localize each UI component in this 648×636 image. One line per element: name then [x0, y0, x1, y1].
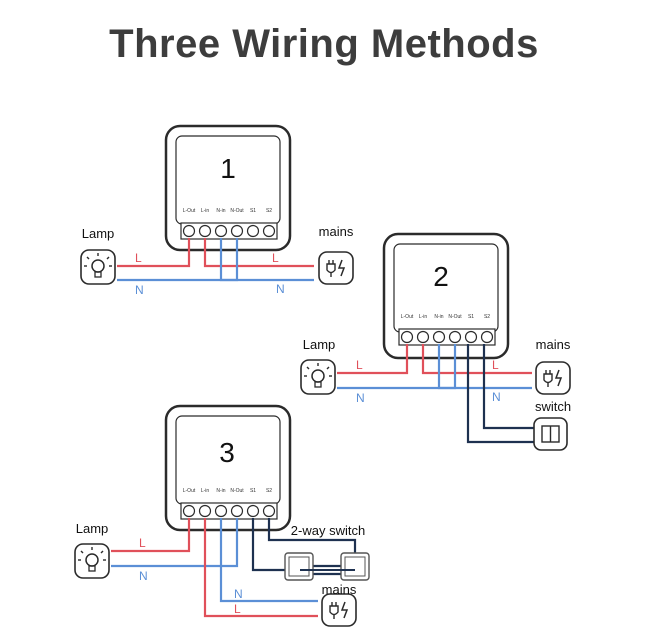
- terminal-screw: [464, 330, 478, 344]
- mains-plug-icon: [535, 361, 571, 395]
- terminal-screw: [262, 224, 276, 238]
- lamp-icon: [74, 543, 110, 579]
- terminal-label: S1: [250, 208, 256, 214]
- terminal-label: S2: [266, 208, 272, 214]
- terminal-block: [180, 222, 278, 240]
- terminal-label: N-in: [216, 488, 225, 494]
- terminal-label: N-in: [216, 208, 225, 214]
- terminal-label: L-Out: [183, 208, 196, 214]
- live-label: L: [135, 251, 142, 265]
- diagram-title: Three Wiring Methods: [109, 22, 539, 66]
- terminal-label: N-Out: [230, 208, 244, 214]
- terminal-screw: [432, 330, 446, 344]
- terminal-label: N-Out: [448, 314, 462, 320]
- neutral-label: N: [135, 283, 144, 297]
- neutral-label: N: [139, 569, 148, 583]
- module-number: 3: [219, 437, 235, 468]
- neutral-label: N: [234, 587, 243, 601]
- wires-3: L N N L: [111, 518, 357, 618]
- module-1: 1 L-Out L-in N-in N-Out S1 S2: [164, 124, 292, 252]
- module-3: 3 L-Out L-in N-in N-Out S1 S2: [164, 404, 292, 532]
- two-way-switch-1-icon: [284, 552, 314, 581]
- terminal-screw: [182, 504, 196, 518]
- terminal-label: S2: [484, 314, 490, 320]
- terminal-label: N-in: [434, 314, 443, 320]
- method-1: 1 L-Out L-in N-in N-Out S1 S2 L L N N Lamp ma…: [80, 124, 354, 297]
- terminal-screw: [230, 224, 244, 238]
- switch-label: 2-way switch: [291, 523, 365, 538]
- terminal-screw: [448, 330, 462, 344]
- terminal-screw: [246, 224, 260, 238]
- mains-label: mains: [536, 337, 571, 352]
- terminal-screw: [416, 330, 430, 344]
- wires-2: L L N N: [337, 344, 534, 444]
- live-label: L: [234, 602, 241, 616]
- terminal-screw: [214, 224, 228, 238]
- terminal-label: L-Out: [183, 488, 196, 494]
- mains-plug-icon: [321, 593, 357, 627]
- terminal-screw: [400, 330, 414, 344]
- live-label: L: [272, 251, 279, 265]
- neutral-label: N: [356, 391, 365, 405]
- terminal-screw: [182, 224, 196, 238]
- lamp-label: Lamp: [76, 521, 109, 536]
- terminal-screw: [480, 330, 494, 344]
- mains-label: mains: [319, 224, 354, 239]
- terminal-screw: [198, 504, 212, 518]
- mains-plug-icon: [318, 251, 354, 285]
- terminal-block: [180, 502, 278, 520]
- terminal-label: L-in: [201, 488, 210, 494]
- terminal-block: [398, 328, 496, 346]
- terminal-screw: [262, 504, 276, 518]
- module-number: 2: [433, 261, 449, 292]
- terminal-screw: [230, 504, 244, 518]
- module-2: 2 L-Out L-in N-in N-Out S1 S2: [382, 232, 510, 360]
- live-label: L: [356, 358, 363, 372]
- lamp-label: Lamp: [82, 226, 115, 241]
- terminal-label: S2: [266, 488, 272, 494]
- terminal-label: S1: [250, 488, 256, 494]
- mains-label: mains: [322, 582, 357, 597]
- wires-1: L L N N: [117, 238, 314, 297]
- neutral-label: N: [276, 282, 285, 296]
- terminal-screw: [198, 224, 212, 238]
- lamp-icon: [300, 359, 336, 395]
- terminal-label: N-Out: [230, 488, 244, 494]
- terminal-screw: [214, 504, 228, 518]
- switch-icon: [533, 417, 568, 451]
- live-label: L: [492, 358, 499, 372]
- switch-label: switch: [535, 399, 571, 414]
- terminal-label: S1: [468, 314, 474, 320]
- live-label: L: [139, 536, 146, 550]
- method-2: 2 L-Out L-in N-in N-Out S1 S2 L L N N Lamp ma…: [300, 232, 571, 451]
- terminal-label: L-Out: [401, 314, 414, 320]
- module-number: 1: [220, 153, 236, 184]
- lamp-label: Lamp: [303, 337, 336, 352]
- terminal-label: L-in: [201, 208, 210, 214]
- two-way-switch-2-icon: [340, 552, 370, 581]
- terminal-screw: [246, 504, 260, 518]
- method-3: 3 L-Out L-in N-in N-Out S1 S2 L N N L: [74, 404, 370, 627]
- terminal-label: L-in: [419, 314, 428, 320]
- lamp-icon: [80, 249, 116, 285]
- neutral-label: N: [492, 390, 501, 404]
